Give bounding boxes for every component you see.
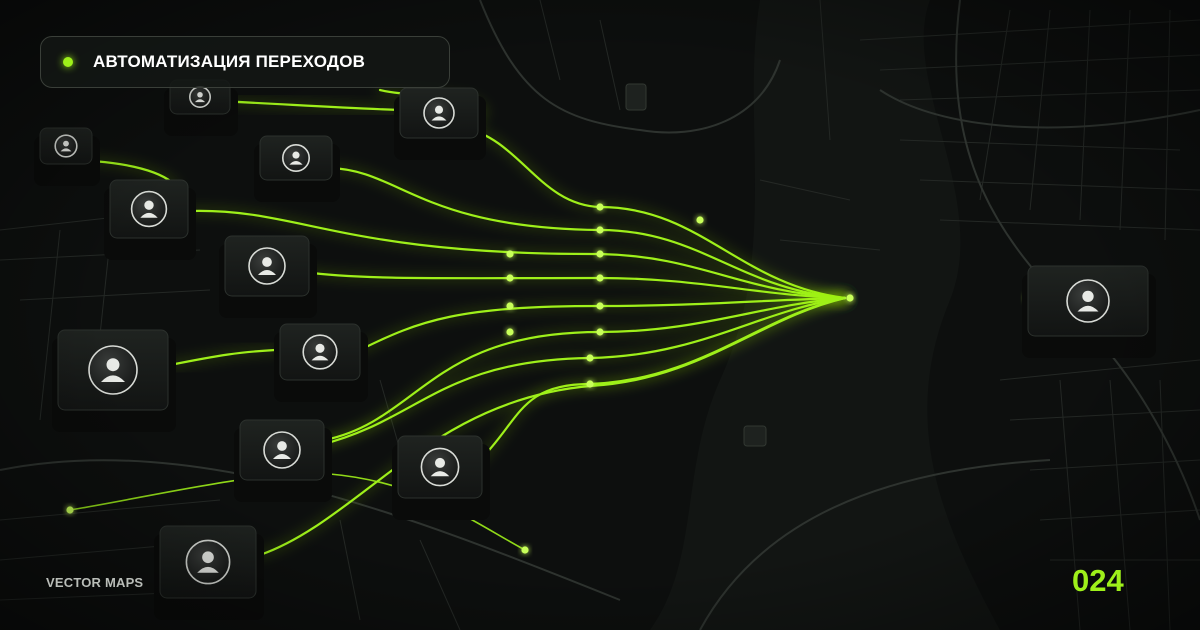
- brand-label: VECTOR MAPS: [46, 575, 144, 590]
- slide-number: 024: [1072, 563, 1124, 598]
- dot-icon: [63, 57, 73, 67]
- page-title: АВТОМАТИЗАЦИЯ ПЕРЕХОДОВ: [93, 52, 366, 71]
- title-pill: АВТОМАТИЗАЦИЯ ПЕРЕХОДОВ: [40, 36, 450, 88]
